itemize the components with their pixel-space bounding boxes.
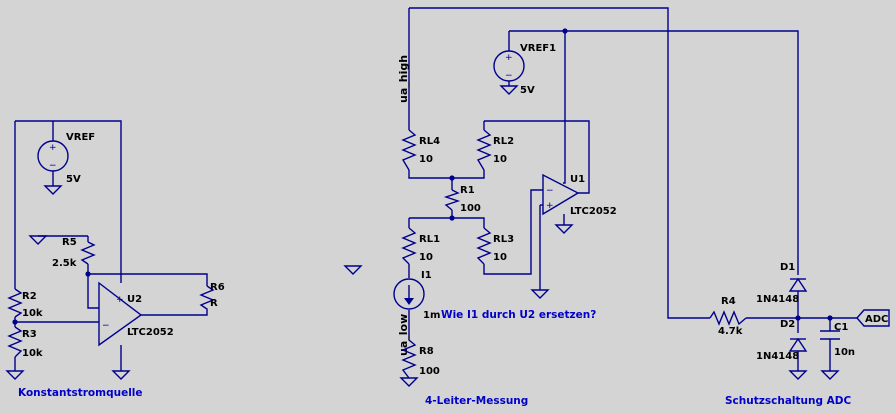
- u1-minus-sign: −: [546, 186, 554, 196]
- r4-name: R4: [721, 296, 736, 307]
- vref-minus-sign: −: [49, 161, 57, 171]
- r3-resistor[interactable]: [7, 326, 23, 358]
- junction-vref1-top: [562, 28, 568, 34]
- rl3-value: 10: [493, 252, 507, 263]
- net-ua-high: ua_high: [397, 55, 410, 103]
- ground-r8: [399, 377, 419, 387]
- junction-d1-d2: [795, 315, 801, 321]
- d1-diode[interactable]: [788, 277, 808, 292]
- ground-d2: [788, 370, 808, 380]
- ground-c1: [820, 370, 840, 380]
- r1-value: 100: [460, 203, 481, 214]
- section-title-konstantstromquelle: Konstantstromquelle: [18, 387, 143, 399]
- r5-resistor[interactable]: [80, 241, 96, 265]
- u2-model: LTC2052: [127, 327, 174, 338]
- r2-resistor[interactable]: [7, 288, 23, 318]
- u1-opamp[interactable]: − +: [542, 173, 580, 216]
- section-title-vierleiter: 4-Leiter-Messung: [425, 395, 528, 407]
- rl1-name: RL1: [419, 234, 440, 245]
- vref1-minus-sign: −: [505, 71, 513, 81]
- u2-name: U2: [127, 294, 142, 305]
- r3-value: 10k: [22, 348, 43, 359]
- ground-vref1: [499, 85, 519, 95]
- d2-model: 1N4148: [756, 351, 799, 362]
- i1-value: 1m: [423, 310, 440, 321]
- r6-resistor[interactable]: [199, 285, 215, 312]
- u1-name: U1: [570, 174, 585, 185]
- rl3-resistor[interactable]: [476, 227, 492, 265]
- vref1-voltage-source[interactable]: + −: [493, 50, 525, 82]
- r1-resistor[interactable]: [443, 189, 461, 211]
- vierleiter-circuit: [408, 7, 799, 340]
- ground-r3: [5, 370, 25, 380]
- vref-voltage-source[interactable]: + −: [37, 140, 69, 172]
- r8-name: R8: [419, 346, 434, 357]
- d2-diode[interactable]: [788, 337, 808, 352]
- r4-value: 4.7k: [718, 326, 743, 337]
- vref-value: 5V: [66, 174, 81, 185]
- c1-name: C1: [834, 322, 848, 333]
- junction-r1-bottom: [449, 215, 455, 221]
- comment-text: Wie I1 durch U2 ersetzen?: [441, 309, 596, 321]
- ground-u2: [111, 370, 131, 380]
- r5-value: 2.5k: [52, 258, 77, 269]
- d2-name: D2: [780, 319, 795, 330]
- junction-c1: [827, 315, 833, 321]
- rl4-value: 10: [419, 154, 433, 165]
- u1-plus-sign: +: [546, 201, 554, 211]
- r5-name: R5: [62, 237, 77, 248]
- d1-model: 1N4148: [756, 294, 799, 305]
- rl2-name: RL2: [493, 136, 514, 147]
- junction-r1-top: [449, 175, 455, 181]
- u1-model: LTC2052: [570, 206, 617, 217]
- r3-name: R3: [22, 329, 37, 340]
- konstantstromquelle-circuit: [14, 120, 208, 371]
- section-title-schutzschaltung: Schutzschaltung ADC: [725, 395, 851, 407]
- r8-resistor[interactable]: [401, 339, 417, 379]
- rl3-name: RL3: [493, 234, 514, 245]
- schutzschaltung-circuit: [746, 291, 857, 371]
- ground-u1-input: [530, 289, 550, 299]
- u2-opamp[interactable]: + −: [98, 281, 143, 347]
- r6-name: R6: [210, 282, 225, 293]
- vref1-value: 5V: [520, 85, 535, 96]
- junction-r5: [85, 271, 91, 277]
- c1-capacitor[interactable]: [820, 330, 840, 340]
- rl1-value: 10: [419, 252, 433, 263]
- r2-value: 10k: [22, 308, 43, 319]
- r1-name: R1: [460, 185, 475, 196]
- r4-resistor[interactable]: [709, 310, 747, 326]
- junction-r2-r3: [12, 319, 18, 325]
- adc-port-label: ADC: [865, 314, 888, 325]
- d1-name: D1: [780, 262, 795, 273]
- c1-value: 10n: [834, 347, 855, 358]
- rl2-resistor[interactable]: [476, 129, 492, 171]
- adc-port[interactable]: ADC: [856, 309, 890, 327]
- u2-minus-sign: −: [102, 321, 110, 331]
- ground-floating: [343, 265, 363, 275]
- rl4-name: RL4: [419, 136, 440, 147]
- vref1-plus-sign: +: [505, 53, 513, 63]
- u2-plus-sign: +: [116, 295, 124, 305]
- rl2-value: 10: [493, 154, 507, 165]
- rl1-resistor[interactable]: [401, 227, 417, 265]
- net-ua-low: ua_low: [397, 314, 410, 356]
- ground-u1: [554, 224, 574, 234]
- i1-name: I1: [421, 270, 432, 281]
- r8-value: 100: [419, 366, 440, 377]
- r2-name: R2: [22, 291, 37, 302]
- i1-current-source[interactable]: [393, 278, 425, 310]
- vref-name: VREF: [66, 132, 95, 143]
- ground-r5: [28, 235, 48, 245]
- rl4-resistor[interactable]: [401, 129, 417, 171]
- vref-plus-sign: +: [49, 143, 57, 153]
- vref1-name: VREF1: [520, 43, 556, 54]
- ground-vref: [43, 185, 63, 195]
- r6-value: R: [210, 298, 218, 309]
